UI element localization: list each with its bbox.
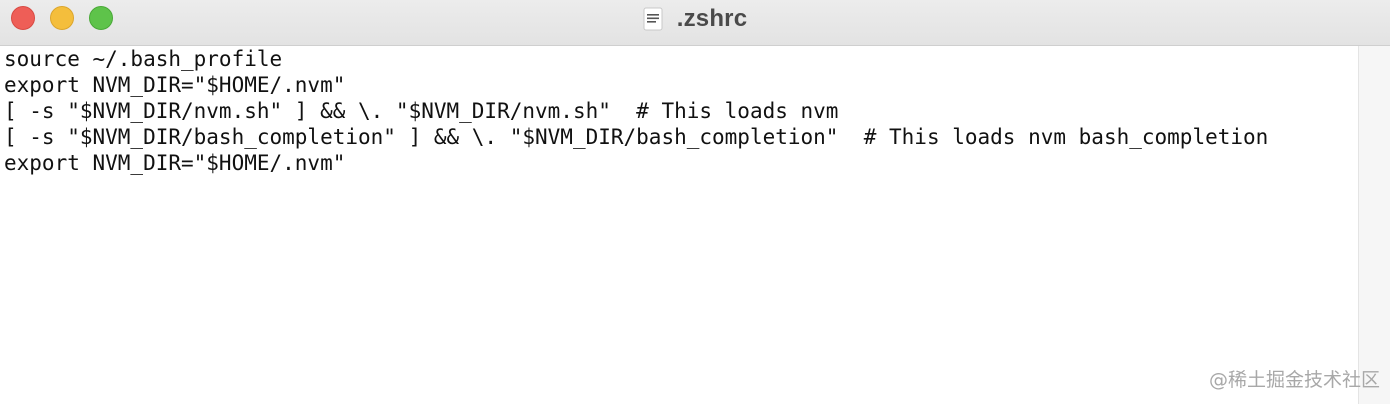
code-line-1[interactable]: source ~/.bash_profile [4, 47, 283, 71]
code-line-5[interactable]: export NVM_DIR="$HOME/.nvm" [4, 151, 346, 175]
document-icon [643, 7, 663, 31]
close-window-button[interactable] [11, 6, 35, 30]
vertical-scrollbar-track[interactable] [1358, 46, 1390, 404]
zoom-window-button[interactable] [89, 6, 113, 30]
code-line-4[interactable]: [ -s "$NVM_DIR/bash_completion" ] && \. … [4, 125, 1269, 149]
code-line-3[interactable]: [ -s "$NVM_DIR/nvm.sh" ] && \. "$NVM_DIR… [4, 99, 839, 123]
minimize-window-button[interactable] [50, 6, 74, 30]
code-line-2[interactable]: export NVM_DIR="$HOME/.nvm" [4, 73, 346, 97]
window-title: .zshrc [676, 5, 748, 32]
watermark-text: @稀土掘金技术社区 [1208, 369, 1380, 391]
title-bar[interactable]: .zshrc [0, 0, 1390, 46]
window-title-group: .zshrc [0, 5, 1390, 33]
text-editor-content[interactable]: source ~/.bash_profile export NVM_DIR="$… [0, 46, 1358, 404]
